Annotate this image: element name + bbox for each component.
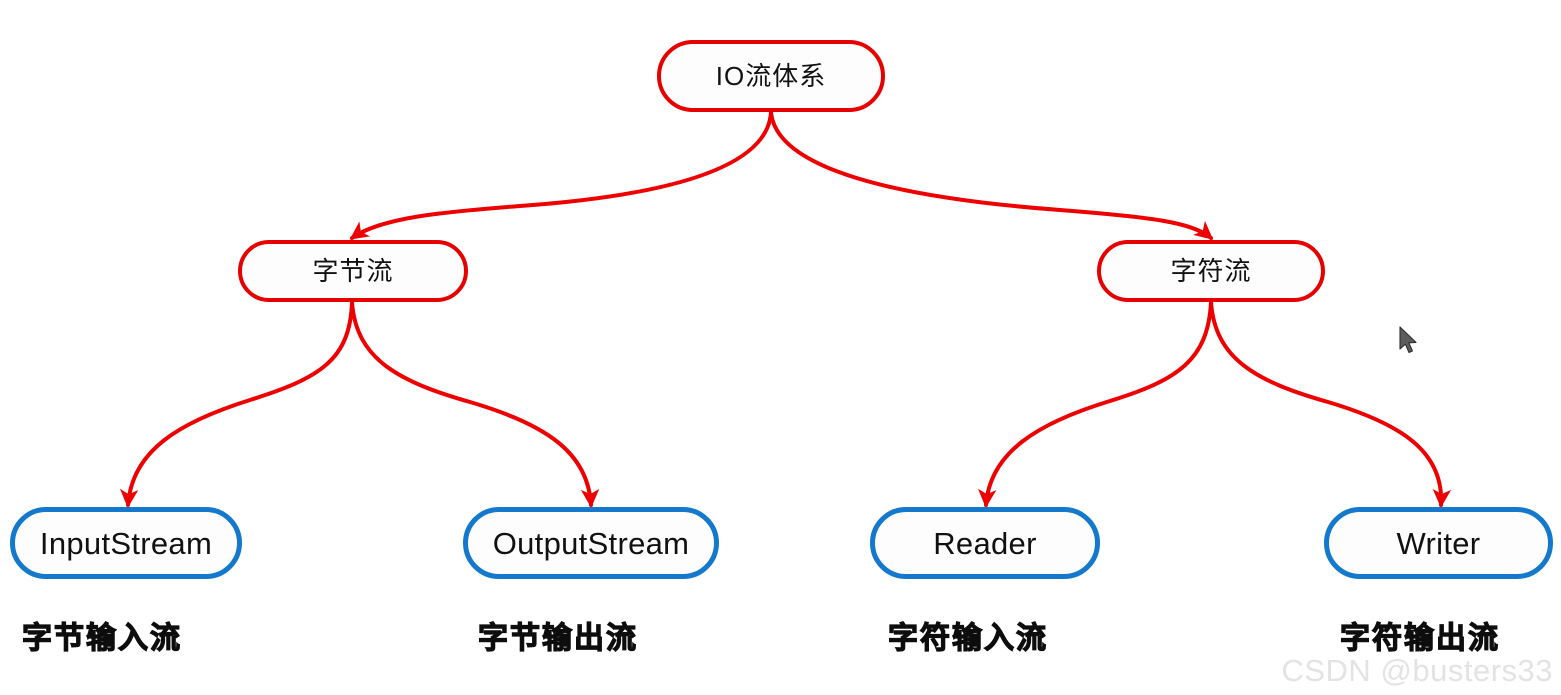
connector-paths	[119, 110, 1452, 508]
caption-char-input-stream: 字符输入流	[887, 620, 1048, 656]
node-label: 字节流	[312, 256, 394, 286]
caption-char-output-stream: 字符输出流	[1339, 620, 1500, 656]
node-io-stream-system[interactable]: IO流体系	[657, 40, 885, 112]
node-label: InputStream	[39, 525, 213, 561]
node-label: Writer	[1396, 525, 1481, 561]
node-output-stream[interactable]: OutputStream	[463, 507, 719, 579]
edge-byte-stream-to-output-stream	[350, 300, 600, 508]
edge-root-to-char-stream	[769, 110, 1214, 240]
node-label: OutputStream	[492, 525, 690, 561]
mouse-pointer-icon	[1399, 326, 1417, 354]
node-reader[interactable]: Reader	[870, 507, 1100, 579]
edge-char-stream-to-writer	[1209, 300, 1452, 508]
node-label: IO流体系	[715, 61, 827, 91]
edge-root-to-byte-stream	[349, 110, 773, 240]
node-byte-stream[interactable]: 字节流	[238, 240, 468, 302]
caption-byte-output-stream: 字节输出流	[477, 620, 638, 656]
node-char-stream[interactable]: 字符流	[1097, 240, 1325, 302]
node-input-stream[interactable]: InputStream	[10, 507, 242, 579]
caption-byte-input-stream: 字节输入流	[21, 620, 182, 656]
node-label: Reader	[933, 525, 1037, 561]
node-writer[interactable]: Writer	[1324, 507, 1553, 579]
edge-byte-stream-to-input-stream	[119, 300, 354, 508]
edge-char-stream-to-reader	[978, 300, 1213, 508]
node-label: 字符流	[1170, 256, 1252, 286]
csdn-watermark: CSDN @busters33	[1281, 653, 1553, 688]
